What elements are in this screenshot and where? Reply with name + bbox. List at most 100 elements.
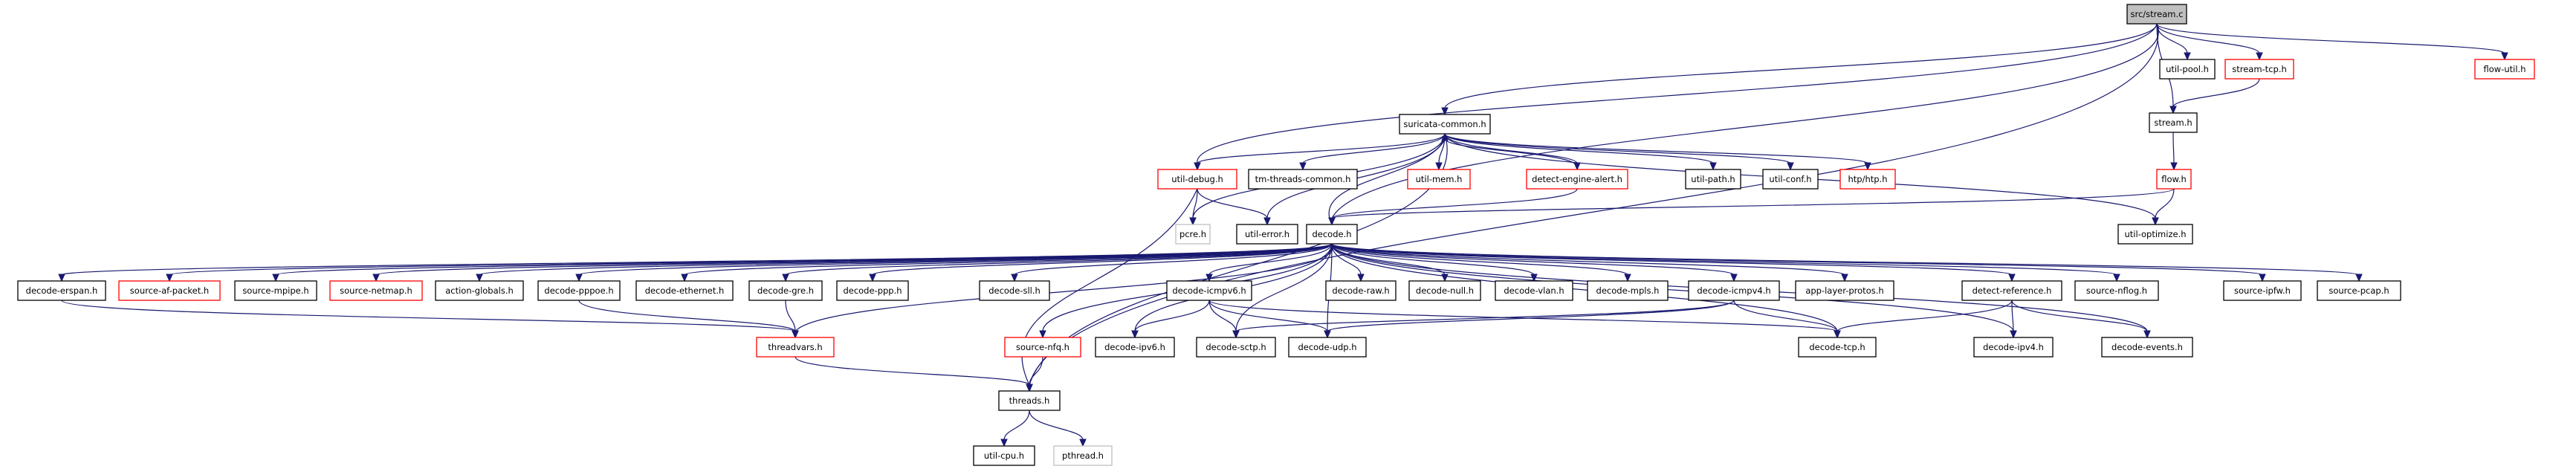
edge-arrowhead: [1232, 330, 1240, 339]
node-stream-h[interactable]: stream.h: [2149, 112, 2198, 133]
edge-decode_icmpv4-to-decode_udp: [1327, 300, 1735, 332]
node-app-layer-protos[interactable]: app-layer-protos.h: [1795, 280, 1894, 301]
node-source-nflog[interactable]: source-nflog.h: [2074, 280, 2159, 301]
edge-decode_h-to-decode_vlan: [1331, 243, 1535, 276]
node-decode-udp[interactable]: decode-udp.h: [1288, 337, 1367, 358]
node-label: source-mpipe.h: [242, 285, 308, 296]
node-label: util-path.h: [1691, 174, 1735, 184]
node-threads[interactable]: threads.h: [998, 390, 1061, 411]
node-decode-mpls[interactable]: decode-mpls.h: [1587, 280, 1669, 301]
node-detect-engine-alert[interactable]: detect-engine-alert.h: [1526, 169, 1628, 190]
node-decode-sll[interactable]: decode-sll.h: [979, 280, 1050, 301]
node-util-optimize[interactable]: util-optimize.h: [2117, 224, 2193, 245]
node-box: [17, 280, 106, 301]
node-decode-pppoe[interactable]: decode-pppoe.h: [537, 280, 621, 301]
node-util-cpu[interactable]: util-cpu.h: [973, 445, 1035, 466]
edge-decode_h-to-decode_sll: [1014, 243, 1333, 276]
node-flow-h[interactable]: flow.h: [2156, 169, 2192, 190]
node-flow-util[interactable]: flow-util.h: [2474, 59, 2535, 80]
node-suricata-common[interactable]: suricata-common.h: [1399, 114, 1491, 135]
edge-arrowhead: [1441, 107, 1449, 116]
node-source-nfq[interactable]: source-nfq.h: [1004, 337, 1081, 358]
edge-util_debug-to-util_error: [1197, 188, 1268, 219]
node-label: source-netmap.h: [340, 285, 412, 296]
node-util-pool[interactable]: util-pool.h: [2159, 59, 2216, 80]
node-decode-null[interactable]: decode-null.h: [1408, 280, 1481, 301]
node-action-globals[interactable]: action-globals.h: [435, 280, 524, 301]
node-htp[interactable]: htp/htp.h: [1839, 169, 1896, 190]
node-box: [435, 280, 524, 301]
edge-decode_h-to-decode_ipv4: [1331, 243, 2014, 332]
node-decode-h[interactable]: decode.h: [1306, 224, 1358, 245]
edge-arrowhead: [2008, 274, 2016, 282]
node-label: decode-icmpv4.h: [1697, 285, 1770, 296]
edge-arrowhead: [869, 274, 876, 282]
node-decode-sctp[interactable]: decode-sctp.h: [1196, 337, 1276, 358]
edge-arrowhead: [1357, 274, 1365, 282]
node-source-mpipe[interactable]: source-mpipe.h: [234, 280, 317, 301]
node-decode-events[interactable]: decode-events.h: [2101, 337, 2193, 358]
edge-stream_c-to-suricata_common: [1444, 23, 2158, 109]
edge-suricata_common-to-detect_engine_alert: [1444, 133, 1578, 164]
node-decode-icmpv4[interactable]: decode-icmpv4.h: [1688, 280, 1780, 301]
node-box: [2117, 224, 2193, 245]
node-tm-threads-common[interactable]: tm-threads-common.h: [1248, 169, 1358, 190]
node-source-pcap[interactable]: source-pcap.h: [2317, 280, 2401, 301]
node-decode-ipv6[interactable]: decode-ipv6.h: [1095, 337, 1175, 358]
node-stream-tcp[interactable]: stream-tcp.h: [2224, 59, 2294, 80]
node-label: decode-icmpv6.h: [1172, 285, 1246, 296]
node-source-af-packet[interactable]: source-af-packet.h: [118, 280, 221, 301]
node-decode-gre[interactable]: decode-gre.h: [748, 280, 823, 301]
node-decode-raw[interactable]: decode-raw.h: [1325, 280, 1397, 301]
node-util-error[interactable]: util-error.h: [1236, 224, 1298, 245]
edge-arrowhead: [2169, 106, 2177, 114]
node-box: [1196, 337, 1276, 358]
edge-decode_h-to-decode_icmpv4: [1331, 243, 1735, 276]
node-box: [2223, 280, 2302, 301]
node-box: [1236, 224, 1298, 245]
node-label: source-pcap.h: [2329, 285, 2389, 296]
edge-decode_h-to-decode_gre: [785, 243, 1333, 276]
node-decode-vlan[interactable]: decode-vlan.h: [1495, 280, 1573, 301]
node-box: [1004, 337, 1081, 358]
node-decode-ppp[interactable]: decode-ppp.h: [836, 280, 909, 301]
edge-stream_c-to-util_debug: [1197, 23, 2158, 164]
node-box: [1526, 169, 1628, 190]
node-threadvars[interactable]: threadvars.h: [756, 337, 835, 358]
edge-arrowhead: [792, 330, 799, 339]
edge-arrowhead: [2256, 52, 2263, 61]
node-label: decode-ipv6.h: [1104, 342, 1165, 352]
edge-suricata_common-to-util_path: [1444, 133, 1714, 164]
node-decode-erspan[interactable]: decode-erspan.h: [17, 280, 106, 301]
node-util-conf[interactable]: util-conf.h: [1762, 169, 1819, 190]
node-util-mem[interactable]: util-mem.h: [1407, 169, 1471, 190]
node-box: [1762, 169, 1819, 190]
node-util-debug[interactable]: util-debug.h: [1157, 169, 1237, 190]
node-source-netmap[interactable]: source-netmap.h: [329, 280, 423, 301]
node-label: decode-gre.h: [757, 285, 814, 296]
node-source-ipfw[interactable]: source-ipfw.h: [2223, 280, 2302, 301]
node-decode-tcp[interactable]: decode-tcp.h: [1798, 337, 1877, 358]
node-util-path[interactable]: util-path.h: [1685, 169, 1741, 190]
edge-arrowhead: [2113, 274, 2120, 282]
node-box: [118, 280, 221, 301]
node-decode-ethernet[interactable]: decode-ethernet.h: [635, 280, 734, 301]
node-label: stream.h: [2154, 117, 2192, 128]
node-box: [2126, 4, 2187, 25]
node-label: pcre.h: [1179, 229, 1206, 239]
node-detect-reference[interactable]: detect-reference.h: [1961, 280, 2062, 301]
node-decode-icmpv6[interactable]: decode-icmpv6.h: [1166, 280, 1252, 301]
node-decode-ipv4[interactable]: decode-ipv4.h: [1973, 337, 2054, 358]
node-label: source-af-packet.h: [130, 285, 209, 296]
node-box: [1248, 169, 1358, 190]
node-box: [635, 280, 734, 301]
edge-arrowhead: [1026, 384, 1033, 392]
node-label: stream-tcp.h: [2232, 64, 2287, 74]
node-box: [836, 280, 909, 301]
edge-util_debug-to-pcre: [1192, 188, 1198, 219]
node-label: action-globals.h: [445, 285, 514, 296]
edge-arrowhead: [1730, 274, 1738, 282]
edge-decode_h-to-source_nflog: [1331, 243, 2117, 276]
node-stream-c[interactable]: src/stream.c: [2126, 4, 2187, 25]
edge-decode_h-to-decode_icmpv6: [1208, 243, 1333, 276]
